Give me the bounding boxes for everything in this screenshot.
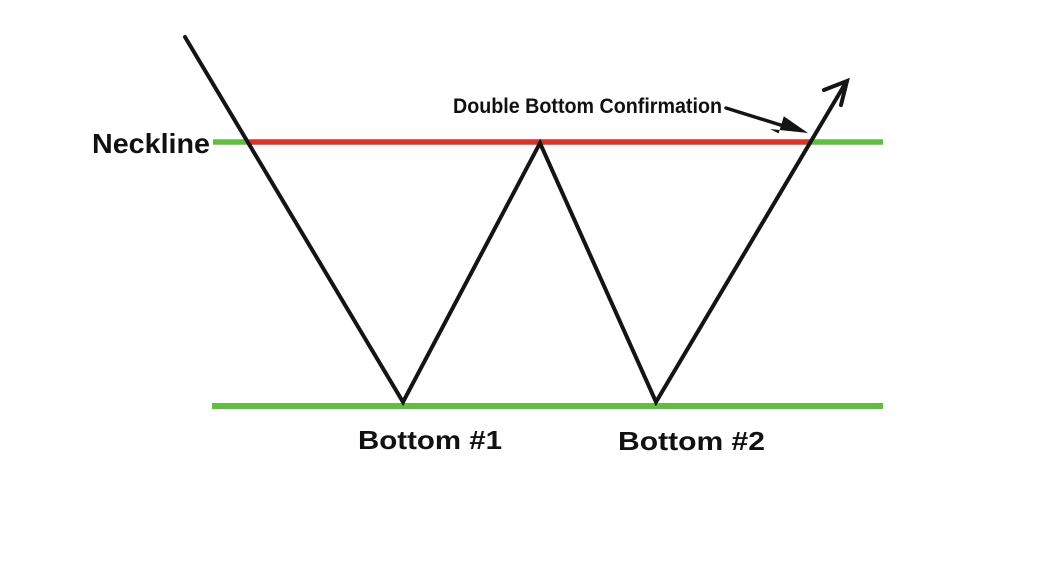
confirmation-arrow-line: [724, 106, 789, 129]
neckline-label: Neckline: [92, 128, 210, 159]
price-path: [183, 35, 847, 407]
breakout-arrowhead-icon: [822, 77, 850, 107]
confirmation-label: Double Bottom Confirmation: [453, 95, 722, 118]
bottom2-label: Bottom #2: [618, 426, 765, 456]
confirmation-arrowhead: [770, 116, 808, 134]
confirmation-arrow-icon: [724, 106, 808, 134]
bottom1-label: Bottom #1: [358, 425, 502, 455]
